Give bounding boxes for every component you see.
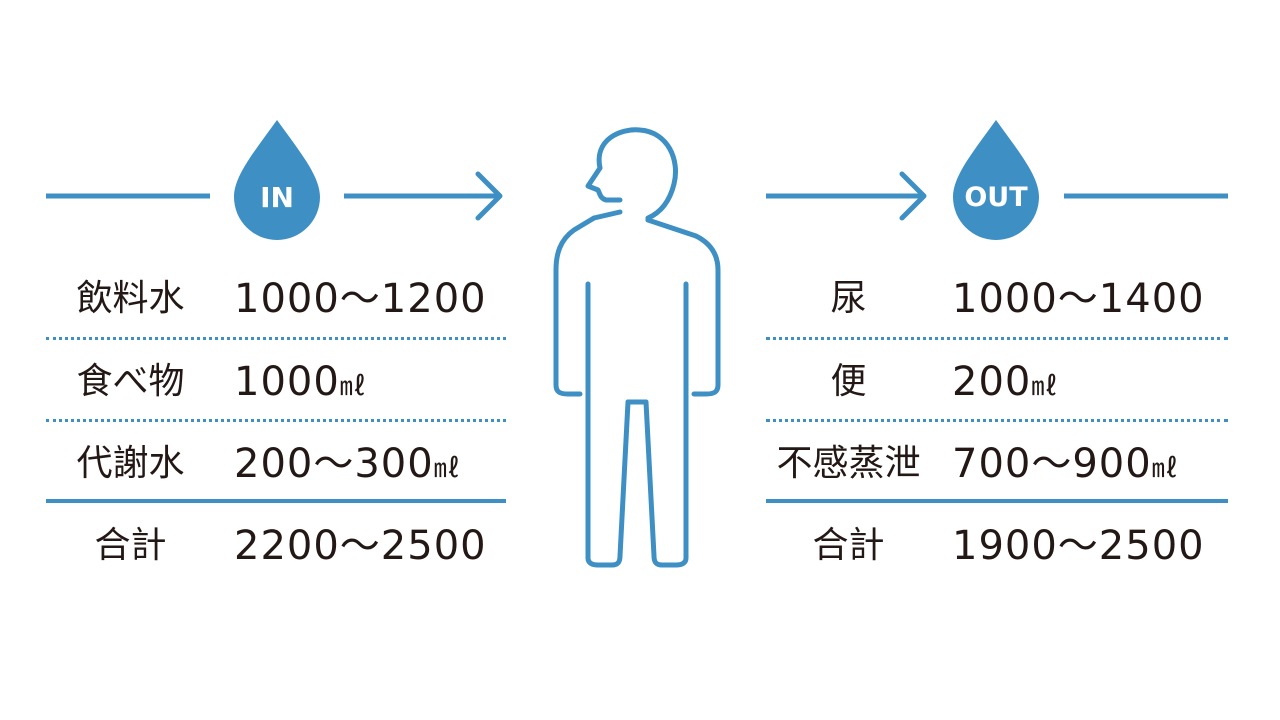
- out-row-3-label: 不感蒸泄: [776, 443, 921, 484]
- out-divider-2: [766, 419, 1228, 422]
- in-water-drop-icon: [234, 120, 320, 240]
- out-row-2-value: 200㎖: [952, 359, 1059, 405]
- in-row-3-value: 200～300㎖: [234, 441, 461, 487]
- out-total-divider: [766, 499, 1228, 503]
- in-row-1-label: 飲料水: [76, 278, 185, 319]
- in-row-2-label: 食べ物: [76, 361, 185, 402]
- out-water-drop-icon: [953, 120, 1039, 240]
- in-row-3-label: 代謝水: [76, 443, 185, 484]
- in-row-1-value: 1000～1200: [234, 276, 487, 322]
- in-arrow-icon: [344, 171, 503, 221]
- out-total-value: 1900～2500: [952, 523, 1205, 569]
- in-total-value: 2200～2500: [234, 523, 487, 569]
- in-badge: IN: [260, 181, 294, 214]
- out-arrow-icon: [766, 171, 927, 221]
- out-badge: OUT: [964, 182, 1028, 213]
- out-row-3-value: 700～900㎖: [952, 441, 1179, 487]
- in-row-2-value: 1000㎖: [234, 359, 367, 405]
- person-icon: [553, 127, 721, 568]
- in-divider-1: [46, 337, 506, 340]
- out-row-1-label: 尿: [830, 278, 867, 319]
- out-row-1-value: 1000～1400: [952, 276, 1205, 322]
- in-total-divider: [46, 499, 506, 503]
- in-divider-2: [46, 419, 506, 422]
- out-row-2-label: 便: [830, 361, 867, 402]
- in-total-label: 合計: [94, 525, 167, 566]
- out-divider-1: [766, 337, 1228, 340]
- out-total-label: 合計: [812, 525, 885, 566]
